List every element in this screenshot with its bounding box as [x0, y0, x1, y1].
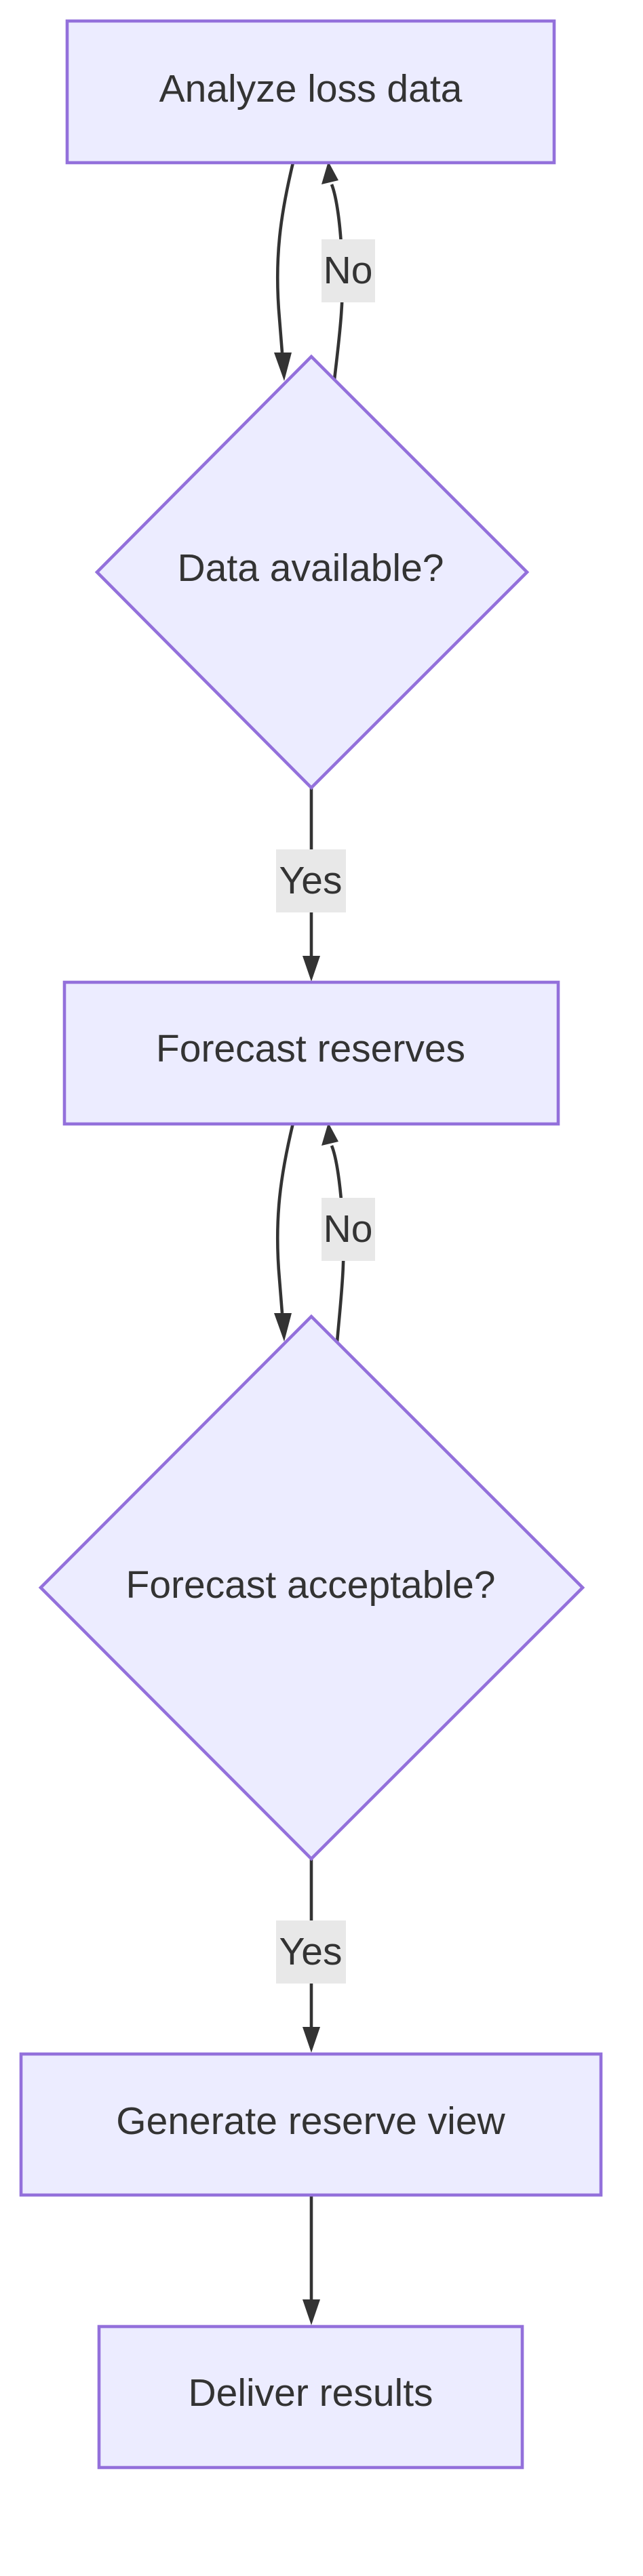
arrow-head — [303, 2027, 320, 2053]
arrow-head — [303, 956, 320, 982]
edge-forecast-to-acceptable — [275, 1123, 295, 1314]
arrow-head — [322, 161, 338, 184]
node-forecast-acceptable-label: Forecast acceptable? — [126, 1563, 496, 1607]
node-data-available-diamond — [94, 354, 530, 790]
edge-label-yes-1: Yes — [279, 859, 343, 902]
edge-label-no-1: No — [324, 249, 373, 292]
node-forecast-reserves: Forecast reserves — [62, 980, 560, 1126]
edge-label-no-1-bg — [322, 239, 375, 302]
node-data-available: Data available? — [94, 354, 530, 790]
edge-label-yes-2: Yes — [279, 1930, 343, 1973]
arrow-head — [274, 353, 292, 381]
edge-label-no-2-bg — [322, 1198, 375, 1261]
node-analyze-box — [65, 19, 556, 165]
node-data-available-label: Data available? — [178, 546, 444, 590]
node-forecast-acceptable: Forecast acceptable? — [38, 1314, 585, 1861]
node-deliver-label: Deliver results — [188, 2371, 433, 2415]
edge-label-yes-1-bg — [276, 849, 346, 912]
edges: No Yes No Yes — [274, 161, 375, 2325]
node-analyze-label: Analyze loss data — [159, 67, 463, 110]
node-deliver-results: Deliver results — [97, 2325, 524, 2470]
node-forecast-box — [62, 980, 560, 1126]
node-generate-reserve-view: Generate reserve view — [19, 2052, 603, 2197]
arrow-head — [274, 1313, 292, 1342]
nodes: Analyze loss data Data available? Foreca… — [19, 19, 603, 2470]
node-deliver-box — [97, 2325, 524, 2470]
edge-label-no-2: No — [324, 1207, 373, 1251]
arrow-head — [303, 2299, 320, 2325]
arrow-head — [322, 1123, 338, 1146]
node-generate-box — [19, 2052, 603, 2197]
node-generate-label: Generate reserve view — [116, 2099, 505, 2143]
edge-analyze-to-data-available — [275, 162, 295, 353]
edge-label-yes-2-bg — [276, 1920, 346, 1984]
node-forecast-label: Forecast reserves — [156, 1027, 465, 1070]
node-analyze-loss-data: Analyze loss data — [65, 19, 556, 165]
node-forecast-acceptable-diamond — [38, 1314, 585, 1861]
